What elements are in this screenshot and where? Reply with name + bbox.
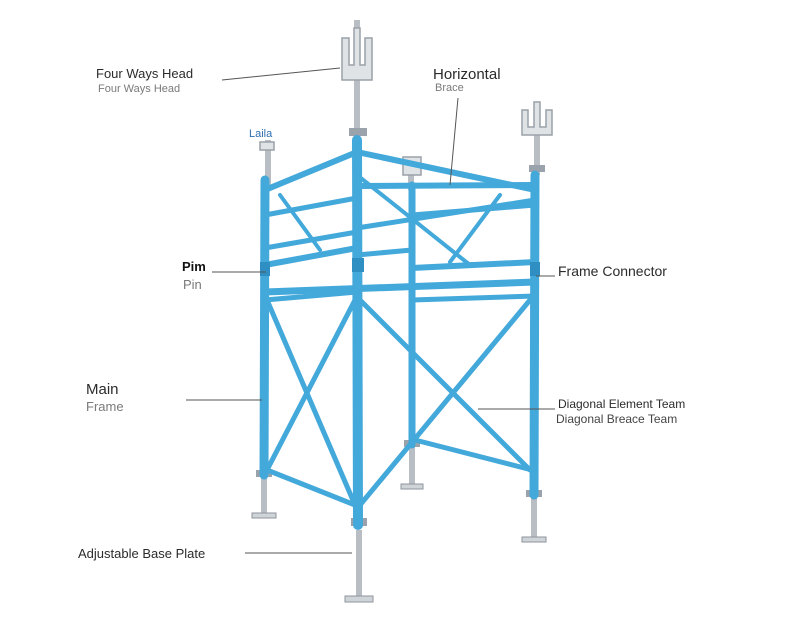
upper-diag-right	[448, 193, 502, 264]
four-ways-head-shape	[341, 27, 373, 81]
mid-rail-left	[262, 289, 360, 303]
rail-mid-upper	[354, 197, 538, 231]
diagonal-label: Diagonal Element Team	[558, 397, 686, 411]
u-head-back-right	[521, 101, 553, 136]
mid-rail-back	[409, 293, 538, 303]
main-frame-sublabel: Frame	[86, 399, 124, 414]
rung-left-1	[262, 195, 360, 218]
leg-right	[529, 170, 540, 500]
leader-horizontal-brace	[449, 97, 459, 186]
pin-label: Pim	[182, 259, 206, 274]
lower-diag-front-b	[357, 297, 533, 508]
main-frame-label: Main	[86, 381, 119, 398]
frame-connector-label: Frame Connector	[558, 263, 667, 279]
pin-front	[352, 258, 364, 272]
lower-diag-left-a	[264, 297, 358, 508]
base-plates	[251, 483, 547, 603]
leg-front	[352, 135, 363, 530]
collar-front	[349, 128, 367, 136]
bottom-rail-left	[264, 467, 358, 508]
top-rail-right	[354, 149, 538, 193]
top-rail-left	[262, 149, 360, 193]
cap-left	[259, 141, 275, 151]
leader-lines	[186, 67, 555, 554]
pin-left	[260, 262, 270, 276]
base-plate-right	[521, 536, 547, 543]
rung-right-1	[409, 259, 538, 271]
diagonal-sublabel: Diagonal Breace Team	[556, 412, 678, 426]
four-ways-head-label: Four Ways Head	[96, 66, 194, 81]
four-ways-head-sublabel: Four Ways Head	[98, 83, 181, 95]
horizontal-brace-label: Horizontal	[433, 66, 501, 83]
base-plate-label: Adjustable Base Plate	[78, 546, 206, 561]
leg-left	[259, 175, 270, 480]
frame-tubes	[259, 135, 540, 530]
lower-rail-back	[412, 437, 535, 473]
pin-sublabel: Pin	[183, 277, 202, 292]
rung-left-3	[262, 245, 360, 268]
lower-diag-front-a	[357, 297, 533, 473]
upper-diag-center	[355, 173, 472, 267]
base-plate-front	[344, 595, 374, 603]
laila-label: Laila	[249, 128, 273, 140]
rung-center-1	[354, 247, 415, 258]
base-plate-left	[251, 512, 277, 519]
mid-rail-front	[261, 278, 539, 296]
upper-diag-left	[278, 193, 322, 252]
base-plate-back	[400, 483, 424, 490]
horizontal-brace-sublabel: Brace	[435, 82, 464, 94]
pins	[260, 258, 540, 276]
collar-back-right	[529, 165, 545, 172]
pin-right	[530, 262, 540, 276]
jack-screws	[261, 20, 540, 600]
leader-four-ways-head	[221, 67, 341, 81]
lower-diag-left-b	[264, 297, 358, 473]
u-heads	[259, 27, 553, 176]
